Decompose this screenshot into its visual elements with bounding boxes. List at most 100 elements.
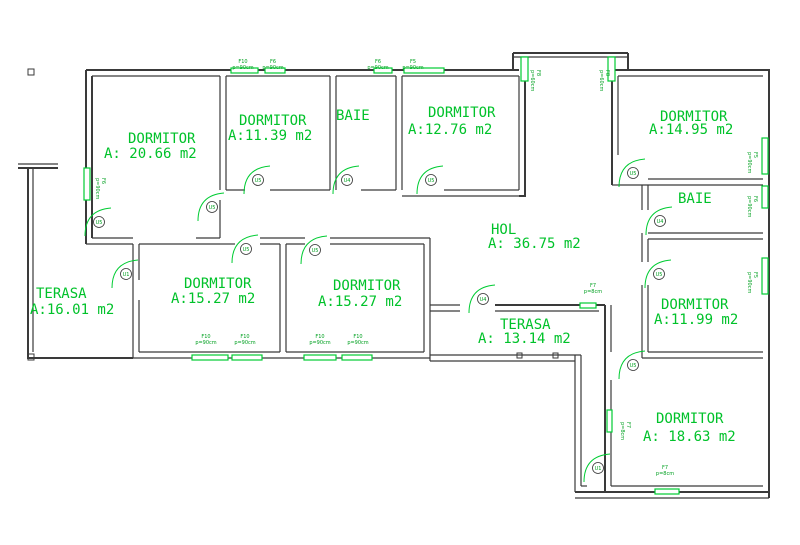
room-name: TERASA xyxy=(500,317,551,333)
room-name: DORMITOR xyxy=(660,109,728,125)
corner-marker xyxy=(27,68,35,76)
room-name: DORMITOR xyxy=(656,411,724,427)
window-param: p=90cm xyxy=(309,340,330,346)
door-tag-circle xyxy=(653,268,665,280)
door-tag: U5 xyxy=(656,272,663,278)
window-param: p=90cm xyxy=(746,196,752,217)
window-param: p=90cm xyxy=(746,152,752,173)
room-name: DORMITOR xyxy=(333,278,401,294)
door: U5 xyxy=(84,207,112,237)
door-swing xyxy=(644,259,672,289)
window-code: F7 xyxy=(590,283,596,289)
window-code: F8 xyxy=(604,70,610,76)
door-tag: U5 xyxy=(243,247,250,253)
door: U5 xyxy=(618,158,646,188)
door-tag: U1 xyxy=(595,466,602,472)
window-label-vertical: F5p=90cm xyxy=(746,152,758,173)
window-code: F6 xyxy=(100,178,106,184)
window-param: p=90cm xyxy=(367,65,388,71)
window-label: F5p=90cm xyxy=(402,59,423,71)
room-name: TERASA xyxy=(36,286,87,302)
door-tag: U4 xyxy=(657,219,664,225)
door-tag: U5 xyxy=(428,178,435,184)
room-area: A: 13.14 m2 xyxy=(478,331,571,347)
door-tag-circle xyxy=(240,243,252,255)
window-code: F8 xyxy=(535,70,541,76)
window-code: F6 xyxy=(752,196,758,202)
door-tag-circle xyxy=(425,174,437,186)
room-label: BAIE xyxy=(678,191,712,207)
window-label-vertical: F8p=60cm xyxy=(529,70,541,91)
room-area: A:15.27 m2 xyxy=(171,291,255,307)
door-tag-circle xyxy=(341,174,353,186)
window-param: p=90cm xyxy=(232,65,253,71)
door: U5 xyxy=(197,192,225,222)
room-area: A:14.95 m2 xyxy=(649,122,733,138)
window-label-vertical: F7p=8cm xyxy=(619,422,631,440)
door-swing xyxy=(618,158,646,188)
door-tag-circle xyxy=(93,216,105,228)
windows xyxy=(83,56,769,495)
door-swing xyxy=(468,284,496,314)
walls xyxy=(18,52,770,499)
room-area: A:11.99 m2 xyxy=(654,312,738,328)
window-code: F10 xyxy=(315,334,324,340)
door-tag-circle xyxy=(654,215,666,227)
door-swing xyxy=(300,235,328,265)
door-tag: U4 xyxy=(480,297,487,303)
window-param: p=8cm xyxy=(656,471,674,477)
room-name: DORMITOR xyxy=(239,113,307,129)
door-swing xyxy=(645,206,673,236)
door-tag-circle xyxy=(627,359,639,371)
door-tag: U5 xyxy=(312,248,319,254)
window-param: p=90cm xyxy=(195,340,216,346)
room-label: BAIE xyxy=(336,108,370,124)
door-swing xyxy=(332,165,360,195)
window-code: F10 xyxy=(353,334,362,340)
window-param: p=90cm xyxy=(94,178,100,199)
door: U5 xyxy=(618,350,646,380)
door-tag-circle xyxy=(477,293,489,305)
window-code: F5 xyxy=(752,152,758,158)
door-tag: U5 xyxy=(630,171,637,177)
window-label-vertical: F8p=60cm xyxy=(598,70,610,91)
door-tag-circle xyxy=(592,462,604,474)
door-tag-circle xyxy=(120,268,132,280)
window-code: F10 xyxy=(238,59,247,65)
door: U5 xyxy=(300,235,328,265)
window-label-vertical: F5p=90cm xyxy=(746,272,758,293)
room-name: HOL xyxy=(491,222,516,238)
door-tag-circle xyxy=(206,201,218,213)
door-tag-circle xyxy=(252,174,264,186)
door: U1 xyxy=(111,259,139,289)
room-area: A: 20.66 m2 xyxy=(104,146,197,162)
room-name: DORMITOR xyxy=(184,276,252,292)
door-tag: U1 xyxy=(123,272,130,278)
room-name: DORMITOR xyxy=(428,105,496,121)
door: U1 xyxy=(583,453,611,483)
room-name: DORMITOR xyxy=(128,131,196,147)
window-param: p=60cm xyxy=(529,70,535,91)
window-code: F10 xyxy=(240,334,249,340)
door-tag-circle xyxy=(627,167,639,179)
window-label: F6p=90cm xyxy=(367,59,388,71)
door-tag: U5 xyxy=(630,363,637,369)
door: U4 xyxy=(468,284,496,314)
door-swing xyxy=(84,207,112,237)
